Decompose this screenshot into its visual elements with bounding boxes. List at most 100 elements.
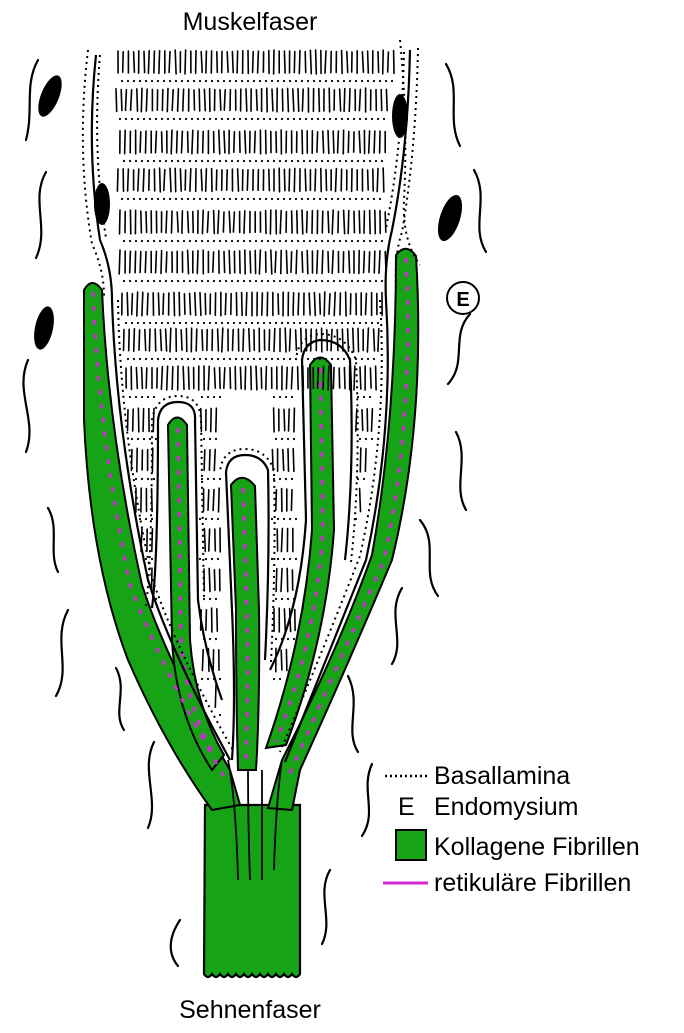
z-line-dot <box>327 240 329 242</box>
z-line-dot <box>245 118 247 120</box>
striation-mark <box>271 250 272 274</box>
striation-mark <box>133 409 134 431</box>
z-line-dot <box>201 240 203 242</box>
z-line-dot <box>213 396 215 398</box>
striation-mark <box>141 211 142 233</box>
z-line-dot <box>145 358 147 360</box>
z-line-dot <box>237 280 239 282</box>
striation-mark <box>323 366 324 389</box>
striation-mark <box>322 211 323 233</box>
striation-mark <box>329 294 330 314</box>
z-line-dot <box>289 358 291 360</box>
z-line-dot <box>377 118 379 120</box>
striation-mark <box>141 88 142 111</box>
z-line-dot <box>219 478 221 480</box>
striation-mark <box>213 490 214 511</box>
striation-mark <box>284 51 285 73</box>
striation-mark <box>301 328 302 351</box>
z-line-dot <box>341 118 343 120</box>
z-line-dot <box>277 518 279 520</box>
striation-mark <box>290 609 291 632</box>
z-line-dot <box>177 240 179 242</box>
striation-mark <box>269 330 270 351</box>
z-line-dot <box>349 358 351 360</box>
z-line-dot <box>297 280 299 282</box>
z-line-dot <box>153 280 155 282</box>
striation-mark <box>152 568 153 592</box>
striation-mark <box>201 52 202 73</box>
striation-mark <box>359 211 360 233</box>
z-line-dot <box>135 396 137 398</box>
striation-mark <box>372 409 373 431</box>
striation-mark <box>294 408 295 432</box>
z-line-dot <box>195 280 197 282</box>
z-line-dot <box>129 240 131 242</box>
striation-mark <box>130 251 131 273</box>
z-line-dot <box>333 240 335 242</box>
z-line-dot <box>343 198 345 200</box>
striation-mark <box>383 50 384 74</box>
striation-mark <box>137 89 138 111</box>
z-line-dot <box>211 358 213 360</box>
striation-mark <box>348 329 349 351</box>
z-line-dot <box>201 160 203 162</box>
striation-mark <box>145 252 146 273</box>
z-line-dot <box>273 240 275 242</box>
striation-mark <box>164 170 165 191</box>
striation-mark <box>136 368 137 389</box>
z-line-dot <box>273 678 275 680</box>
striation-mark <box>141 529 142 552</box>
z-line-dot <box>123 280 125 282</box>
z-line-dot <box>329 118 331 120</box>
z-line-dot <box>129 160 131 162</box>
z-line-dot <box>347 118 349 120</box>
z-line-dot <box>277 358 279 360</box>
striation-mark <box>183 367 184 390</box>
z-line-dot <box>297 240 299 242</box>
z-line-dot <box>351 280 353 282</box>
striation-mark <box>217 52 218 73</box>
z-line-dot <box>315 240 317 242</box>
z-line-dot <box>137 118 139 120</box>
z-line-dot <box>129 280 131 282</box>
striation-mark <box>337 330 338 351</box>
z-line-dot <box>273 280 275 282</box>
z-line-dot <box>295 558 297 560</box>
z-line-dot <box>261 160 263 162</box>
muscle-nuclei <box>94 94 408 225</box>
striation-mark <box>147 293 148 315</box>
striation-mark <box>121 90 122 111</box>
striation-mark <box>294 52 295 73</box>
striation-mark <box>307 212 308 233</box>
z-line-dot <box>287 438 289 440</box>
z-line-dot <box>381 280 383 282</box>
z-line-dot <box>121 80 123 82</box>
striation-mark <box>188 132 189 153</box>
z-line-dot <box>301 80 303 82</box>
z-line-dot <box>149 438 151 440</box>
striation-mark <box>328 366 329 390</box>
striation-mark <box>281 528 282 551</box>
z-line-dot <box>151 80 153 82</box>
striation-mark <box>171 130 172 154</box>
striation-mark <box>209 529 210 551</box>
z-line-dot <box>307 198 309 200</box>
z-line-dot <box>365 322 367 324</box>
striation-mark <box>320 294 321 314</box>
z-line-dot <box>363 396 365 398</box>
z-line-dot <box>269 322 271 324</box>
striation-mark <box>262 293 263 315</box>
z-line-dot <box>375 280 377 282</box>
striation-mark <box>170 168 171 191</box>
striation-mark <box>256 366 257 390</box>
z-line-dot <box>267 240 269 242</box>
z-line-dot <box>151 358 153 360</box>
z-line-dot <box>285 396 287 398</box>
z-line-dot <box>169 198 171 200</box>
striation-mark <box>142 292 143 315</box>
striation-mark <box>217 609 218 631</box>
striation-mark <box>160 330 161 351</box>
striation-mark <box>195 293 196 316</box>
striation-mark <box>124 330 125 351</box>
z-line-dot <box>191 118 193 120</box>
